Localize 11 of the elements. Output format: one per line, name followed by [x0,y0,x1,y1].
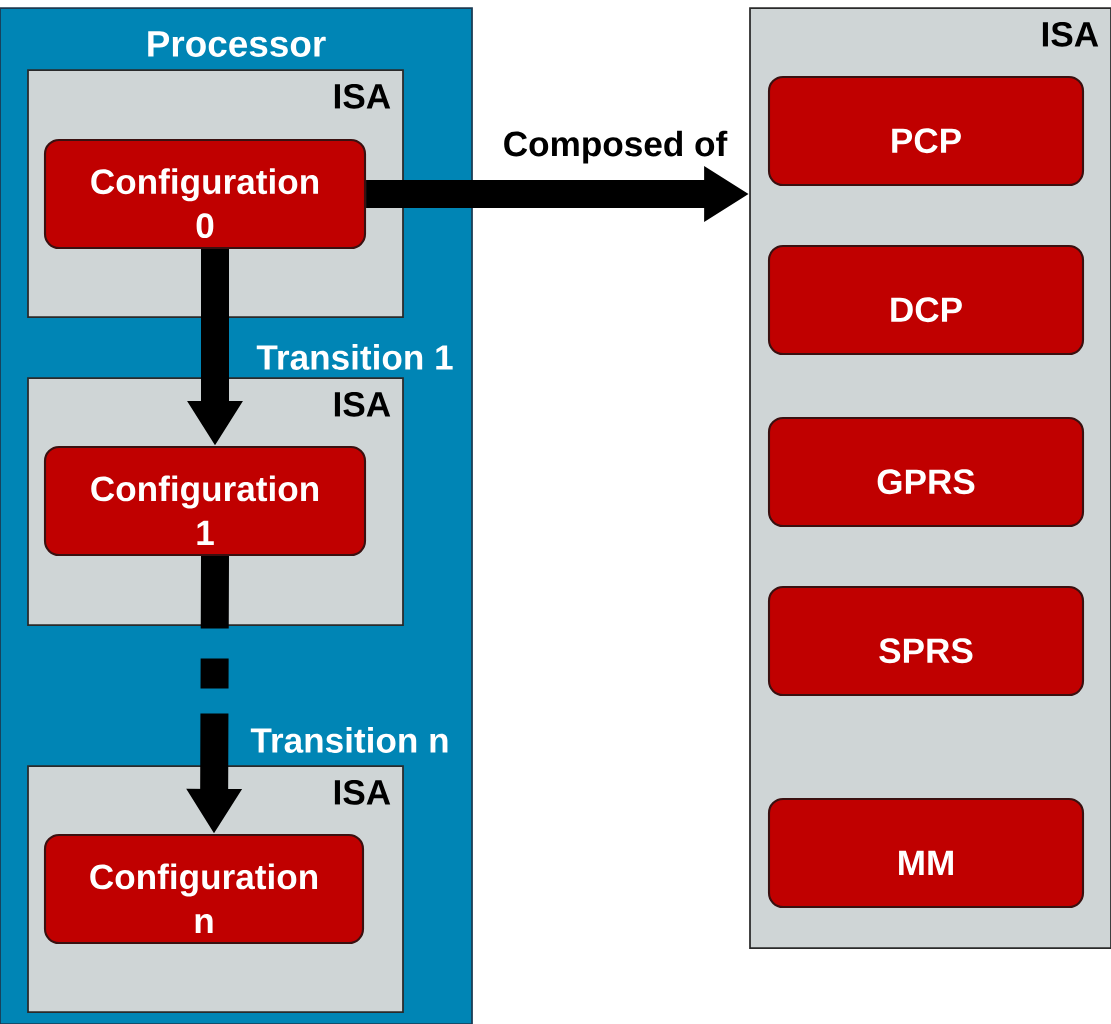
configuration-box: PCP [767,75,1085,187]
configuration-box: Configuration 0 [43,138,367,250]
configuration-box: Configuration 1 [43,445,367,557]
configuration-box: Configuration n [43,833,365,945]
configuration-box: MM [767,797,1085,909]
edge-label: Transition 1 [256,344,453,370]
edge-label: Transition n [250,727,448,753]
configuration-box: GPRS [767,416,1085,528]
edge-label: Composed of [504,130,728,164]
configuration-box: SPRS [767,585,1085,697]
configuration-box: DCP [767,244,1085,356]
